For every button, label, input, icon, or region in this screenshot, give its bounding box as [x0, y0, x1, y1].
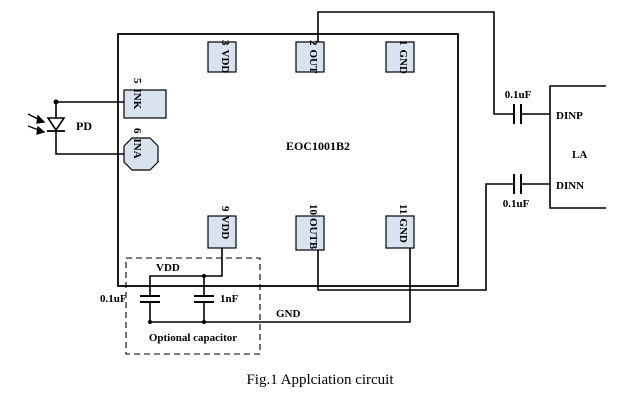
la-label: LA	[572, 149, 587, 161]
cap-1nf-label: 1nF	[220, 293, 239, 305]
pin-2-out: 2OUT	[295, 40, 325, 74]
outb-to-dinn-wire: 0.1uF	[317, 174, 550, 291]
figure-caption: Fig.1 Applciation circuit	[246, 372, 394, 388]
svg-text:2OUT: 2OUT	[307, 40, 319, 74]
dinn-label: DINN	[556, 180, 584, 192]
optional-capacitor-section: VDD GND 0.1uF 1nF Optional capacitor	[100, 248, 411, 355]
pin-3-vdd: 3VDD	[207, 40, 237, 73]
chip-name: EOC1001B2	[286, 139, 350, 153]
svg-text:6INA: 6INA	[131, 128, 143, 159]
limiting-amplifier: DINP LA DINN	[549, 85, 606, 209]
svg-text:5INK: 5INK	[131, 78, 143, 110]
dinp-label: DINP	[556, 110, 583, 122]
pin-9-vdd: 9VDD	[207, 206, 237, 249]
svg-text:10OUTB: 10OUTB	[307, 204, 319, 250]
cap-0-1uf-label: 0.1uF	[100, 293, 127, 305]
light-rays-icon	[27, 113, 46, 135]
svg-text:11GND: 11GND	[397, 204, 409, 243]
coupling-cap-top-label: 0.1uF	[505, 89, 532, 101]
pin-1-gnd: 1GND	[385, 40, 415, 74]
svg-text:1GND: 1GND	[397, 40, 409, 74]
pin-5-ink: 5INK	[123, 78, 167, 119]
optional-capacitor-label: Optional capacitor	[149, 332, 237, 344]
svg-text:3VDD: 3VDD	[219, 40, 231, 73]
coupling-cap-bottom-label: 0.1uF	[503, 198, 530, 210]
vdd-net-label: VDD	[156, 262, 180, 274]
gnd-net-label: GND	[276, 308, 301, 320]
pin-6-ina: 6INA	[123, 128, 159, 171]
pin-10-outb: 10OUTB	[295, 204, 325, 251]
photodiode: PD	[46, 99, 124, 155]
out-to-dinp-wire: 0.1uF	[317, 11, 550, 124]
svg-text:9VDD: 9VDD	[219, 206, 231, 239]
pd-label: PD	[76, 119, 92, 133]
pin-11-gnd: 11GND	[385, 204, 415, 249]
